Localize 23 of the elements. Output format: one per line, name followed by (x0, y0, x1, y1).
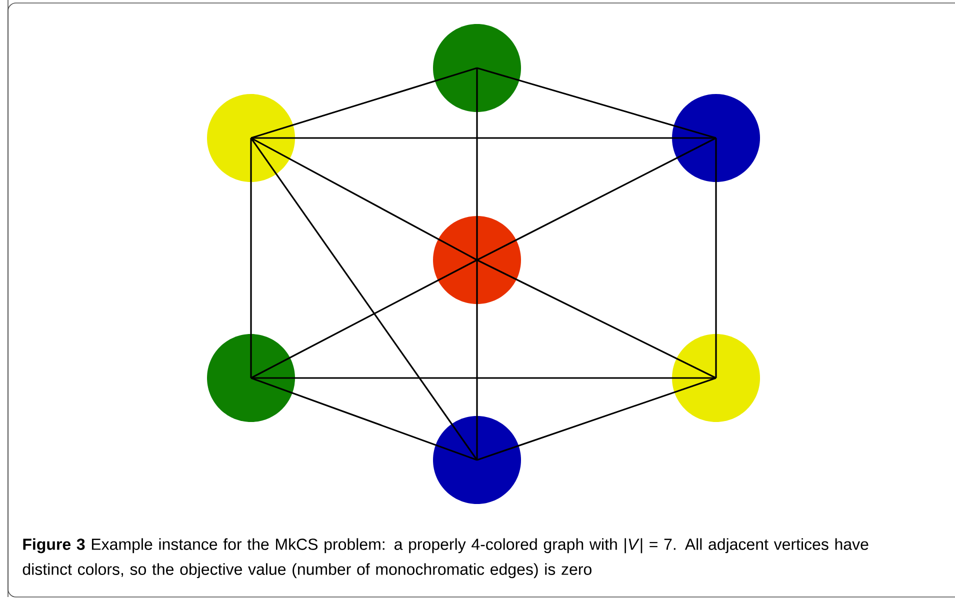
edge-line (250, 377, 478, 461)
caption: Figure 3 Example instance for the MkCS problem: a properly 4-colored graph with |V| = 7. All adjacent vertices have distinct colors, so the objective value (number of monochromatic edges) is zero (22, 538, 868, 578)
vertex-circle (672, 334, 760, 422)
edge-line (476, 377, 716, 461)
edge-line (476, 260, 478, 460)
vertex-circle (207, 94, 295, 182)
edge-line (251, 377, 716, 379)
edge-line (476, 137, 716, 261)
vertex-circle (672, 94, 760, 182)
edge-line (250, 138, 478, 460)
edge-line (251, 137, 716, 139)
edge-line (250, 67, 478, 139)
vertex-circle (433, 216, 521, 304)
edge-line (476, 68, 478, 260)
edge-line (476, 67, 716, 139)
edge-line (250, 259, 478, 379)
vertex-circle (433, 416, 521, 504)
edge-line (476, 259, 716, 379)
vertex-circle (433, 24, 521, 112)
vertex-circle (207, 334, 295, 422)
edge-line (250, 138, 252, 378)
edge-line (250, 137, 478, 261)
edge-line (715, 138, 717, 378)
